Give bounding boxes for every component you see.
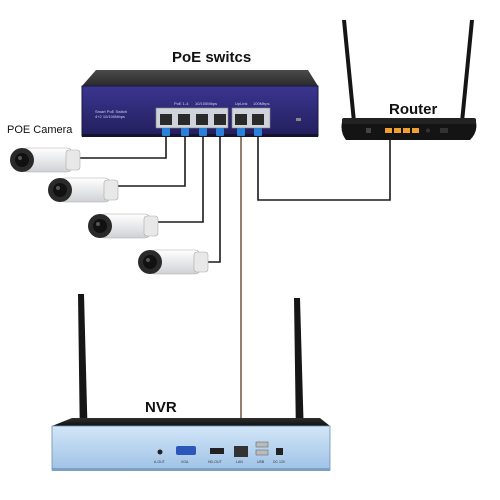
cable-camera-3: [150, 132, 204, 223]
nvr-label-vga: VGA: [181, 460, 189, 464]
poe-camera-3: [88, 213, 159, 239]
cable-camera-1: [70, 132, 167, 159]
poe-camera-2: [48, 177, 119, 203]
nvr-vga-port: [176, 446, 196, 455]
switch-ports: [160, 114, 264, 125]
camera-label: POE Camera: [7, 124, 73, 136]
nvr-label-usb: USB: [257, 460, 265, 464]
nvr-label-audio: A-OUT: [154, 460, 166, 464]
cable-camera-4: [197, 132, 221, 263]
switch-port-group-b: 10/100Mbps: [195, 101, 217, 106]
nvr-usb-port-2: [255, 449, 269, 456]
nvr-usb-port-1: [255, 441, 269, 448]
router-label: Router: [389, 101, 437, 118]
router: [341, 20, 477, 140]
switch-panel-line2: 4+2 10/100Mbps: [95, 114, 125, 119]
cables: [70, 132, 391, 448]
nvr-hdmi-port: [210, 448, 224, 454]
switch-port-group-d: 100Mbps: [253, 101, 269, 106]
nvr-label-lan: LAN: [236, 460, 243, 464]
poe-camera-1: [10, 147, 81, 173]
nvr-label-hdmi: HD-OUT: [208, 460, 222, 464]
cable-camera-2: [108, 132, 186, 187]
cable-router: [257, 132, 391, 201]
nvr-label: NVR: [145, 399, 177, 416]
nvr-label-power: DC 12V: [273, 460, 286, 464]
nvr-lan-port: [234, 446, 248, 457]
router-ports: [385, 128, 419, 133]
switch-port-group-c: UpLink: [235, 101, 247, 106]
poe-camera-4: [138, 249, 209, 275]
switch-label: PoE switcs: [172, 49, 251, 66]
nvr-power-port: [276, 448, 283, 455]
switch-panel-line1: Smart PoE Switch: [95, 109, 127, 114]
switch-connectors: [162, 128, 262, 136]
nvr-audio-port: [157, 449, 163, 455]
switch-port-group-a: PoE 1-4: [174, 101, 189, 106]
poe-switch: Smart PoE Switch 4+2 10/100Mbps PoE 1-4 …: [81, 70, 319, 137]
nvr: A-OUT VGA HD-OUT LAN USB DC 12V: [51, 294, 331, 471]
